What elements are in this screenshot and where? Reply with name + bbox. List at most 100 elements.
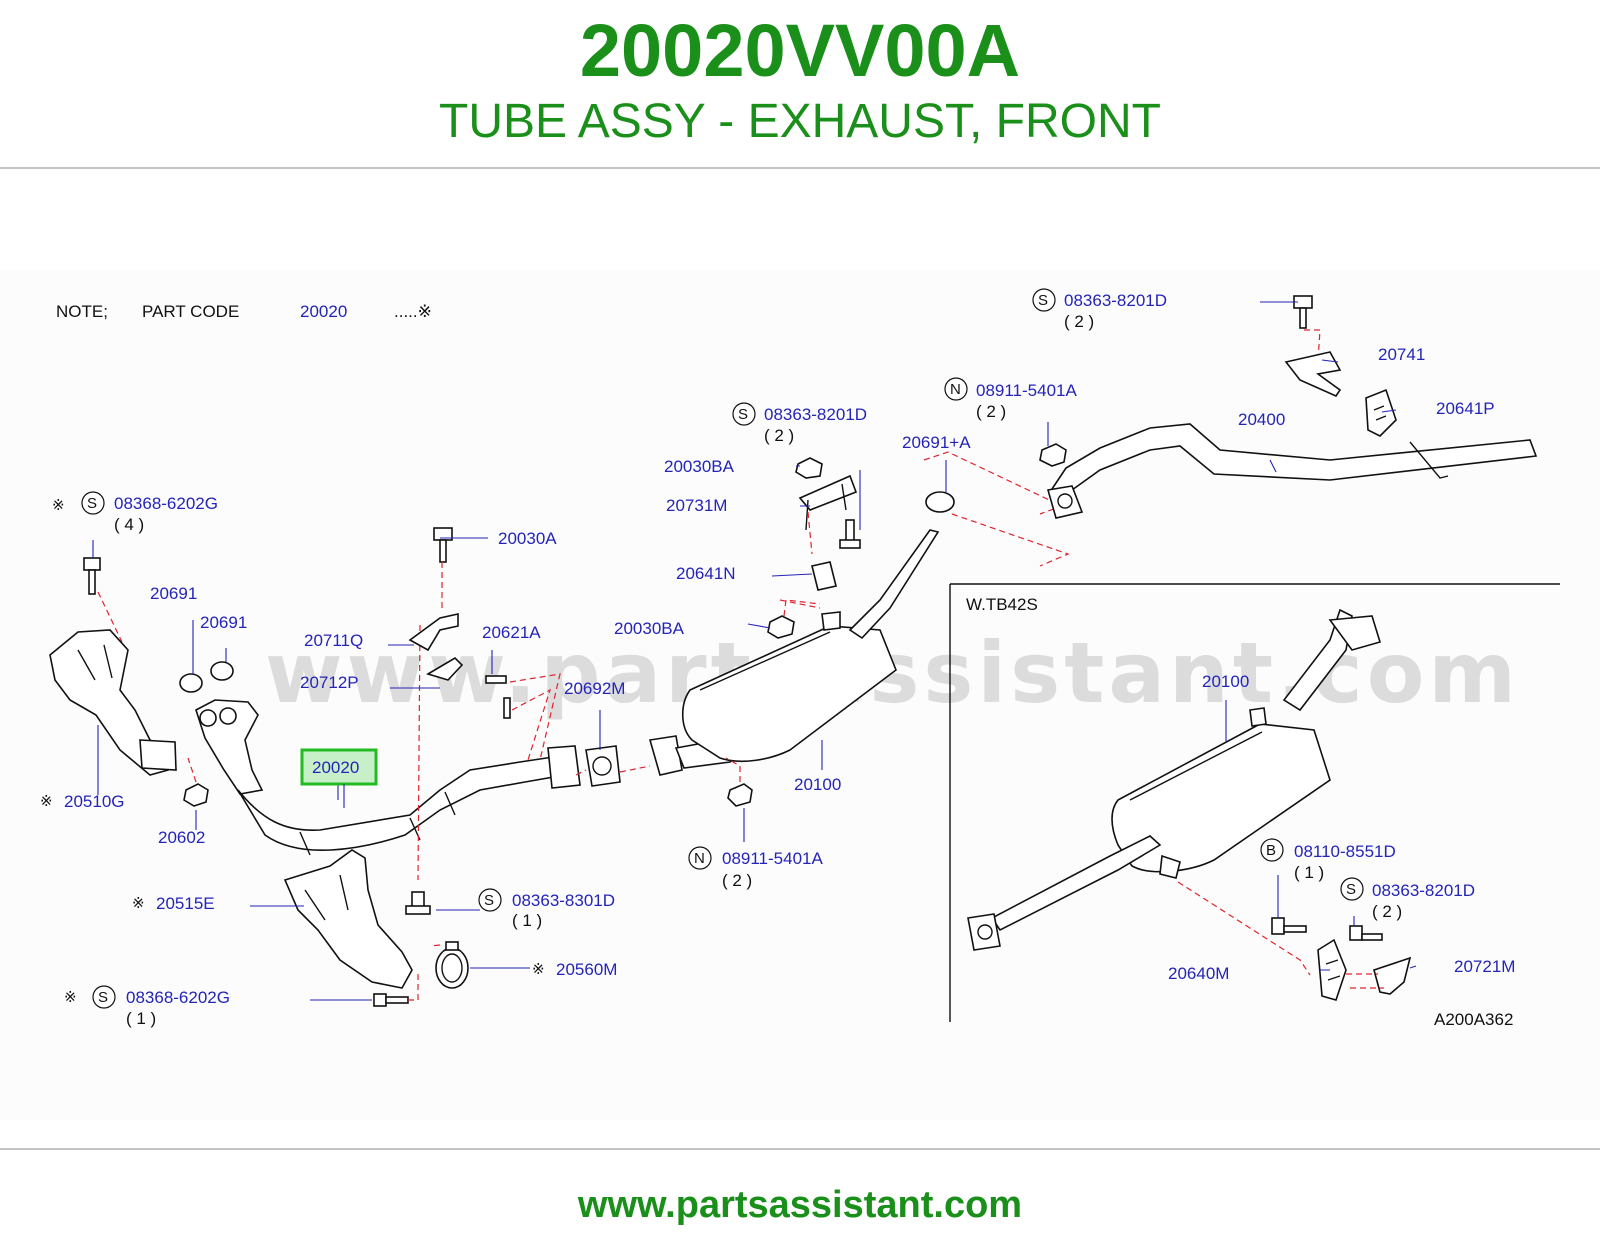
callout-08911-bottom[interactable]: 08911-5401A [722,849,823,868]
callout-20100-inset[interactable]: 20100 [1202,672,1249,691]
clamp-20560M [435,941,469,989]
inset-muffler-20100 [967,608,1382,951]
callout-20020[interactable]: 20020 [312,758,359,777]
ref-mark-08368-top: ※ [52,497,65,514]
callout-20510G[interactable]: 20510G [64,792,125,811]
gasket-20691A [925,491,955,513]
callout-20515E[interactable]: 20515E [156,894,215,913]
marker-s-08368-top: S [87,495,97,512]
marker-s-08368-bottom: S [98,989,108,1006]
callout-08363-inset[interactable]: 08363-8201D [1372,881,1475,900]
manifold-cover-20510G [49,629,177,776]
center-muffler-20100 [648,529,940,776]
dashed-guide [429,944,441,947]
callout-20640M[interactable]: 20640M [1168,964,1229,983]
callout-08368-top-qty: ( 4 ) [114,515,144,534]
highlight-box-20020[interactable] [300,748,378,786]
dashed-guide [1304,329,1321,361]
nut-08911-bottom [727,783,753,807]
header-divider [0,167,1600,169]
marker-n-08911-bottom: N [694,850,705,867]
callout-20691-a[interactable]: 20691 [150,584,197,603]
nut-20030BA-top [795,457,823,479]
dashed-guide [1346,973,1384,989]
gasket-20691-a [179,673,203,693]
dashed-guide [725,757,741,782]
bolt-08363-inset [1349,925,1383,941]
callout-20100[interactable]: 20100 [794,775,841,794]
footer-url[interactable]: www.partsassistant.com [577,1184,1023,1226]
callout-08363-8301D[interactable]: 08363-8301D [512,891,615,910]
callout-20692M[interactable]: 20692M [564,679,625,698]
callout-20602[interactable]: 20602 [158,828,205,847]
callout-20030A[interactable]: 20030A [498,529,557,548]
callout-08368-top[interactable]: 08368-6202G [114,494,218,513]
callout-08363-mid-qty: ( 2 ) [764,426,794,445]
nut-08911-top [1039,443,1067,467]
bracket-20711Q [408,613,459,652]
leader-lines [92,301,1417,1001]
callout-08911-bottom-qty: ( 2 ) [722,871,752,890]
part-name-subtitle: TUBE ASSY - EXHAUST, FRONT [439,95,1161,148]
page-header: 20020VV00A TUBE ASSY - EXHAUST, FRONT [0,0,1600,168]
marker-circle [732,402,756,426]
callout-20711Q[interactable]: 20711Q [304,631,363,650]
dashed-guide [779,599,821,609]
marker-circle [478,888,502,912]
bracket-20721M [1373,956,1412,995]
callout-08363-mid[interactable]: 08363-8201D [764,405,867,424]
callout-20030BA-bottom[interactable]: 20030BA [614,619,685,638]
marker-circle [1260,838,1284,862]
marker-circle [92,985,116,1009]
note-suffix: .....※ [394,302,432,321]
note-prefix: NOTE; [56,302,108,321]
callout-20721M[interactable]: 20721M [1454,957,1515,976]
bolt-08110 [1271,917,1307,935]
bolt-08368-bottom [373,993,409,1007]
heat-shield-20515E [283,849,413,989]
callout-20691A[interactable]: 20691+A [902,433,971,452]
ref-mark-08368-bottom: ※ [64,989,77,1006]
callout-08363-top-right-qty: ( 2 ) [1064,312,1094,331]
marker-s-08363-mid: S [738,406,748,423]
callout-08911-top-qty: ( 2 ) [976,402,1006,421]
tail-tube-20400 [1046,423,1538,519]
dashed-guide [1177,881,1311,976]
gasket-20692M [585,745,621,787]
callout-08368-bottom[interactable]: 08368-6202G [126,988,230,1007]
callout-20621A[interactable]: 20621A [482,623,541,642]
callout-20731M[interactable]: 20731M [666,496,727,515]
callout-20641P[interactable]: 20641P [1436,399,1495,418]
marker-circle [944,377,968,401]
dashed-guide [408,970,419,1001]
callout-08363-8301D-qty: ( 1 ) [512,911,542,930]
callout-20030BA-top[interactable]: 20030BA [664,457,735,476]
insulator-20640M [1317,938,1347,1001]
callout-20641N[interactable]: 20641N [676,564,736,583]
stud-20621A [485,675,511,719]
callout-20691-b[interactable]: 20691 [200,613,247,632]
dashed-guide [187,757,197,783]
bolt-08363-top-right [1293,295,1313,329]
marker-s-08363-inset: S [1346,881,1356,898]
dashed-guide [807,511,813,555]
nut-20602 [183,783,209,807]
callout-20560M[interactable]: 20560M [556,960,617,979]
marker-b-08110: B [1266,842,1276,859]
figure-code: A200A362 [1434,1010,1513,1029]
callout-08363-top-right[interactable]: 08363-8201D [1064,291,1167,310]
callout-20712P[interactable]: 20712P [300,673,359,692]
callout-08110[interactable]: 08110-8551D [1294,842,1396,861]
ref-mark-20510G: ※ [40,793,53,810]
insulator-20641P [1365,388,1397,437]
callout-20741[interactable]: 20741 [1378,345,1425,364]
dashed-guide [509,673,561,761]
callout-08911-top[interactable]: 08911-5401A [976,381,1077,400]
marker-circle [688,846,712,870]
callout-08368-bottom-qty: ( 1 ) [126,1009,156,1028]
front-exhaust-tube-20020 [195,699,581,856]
footer-divider [0,1148,1600,1150]
bolt-bracket [839,519,861,549]
bracket-20712P [426,656,464,681]
callout-20400[interactable]: 20400 [1238,410,1285,429]
